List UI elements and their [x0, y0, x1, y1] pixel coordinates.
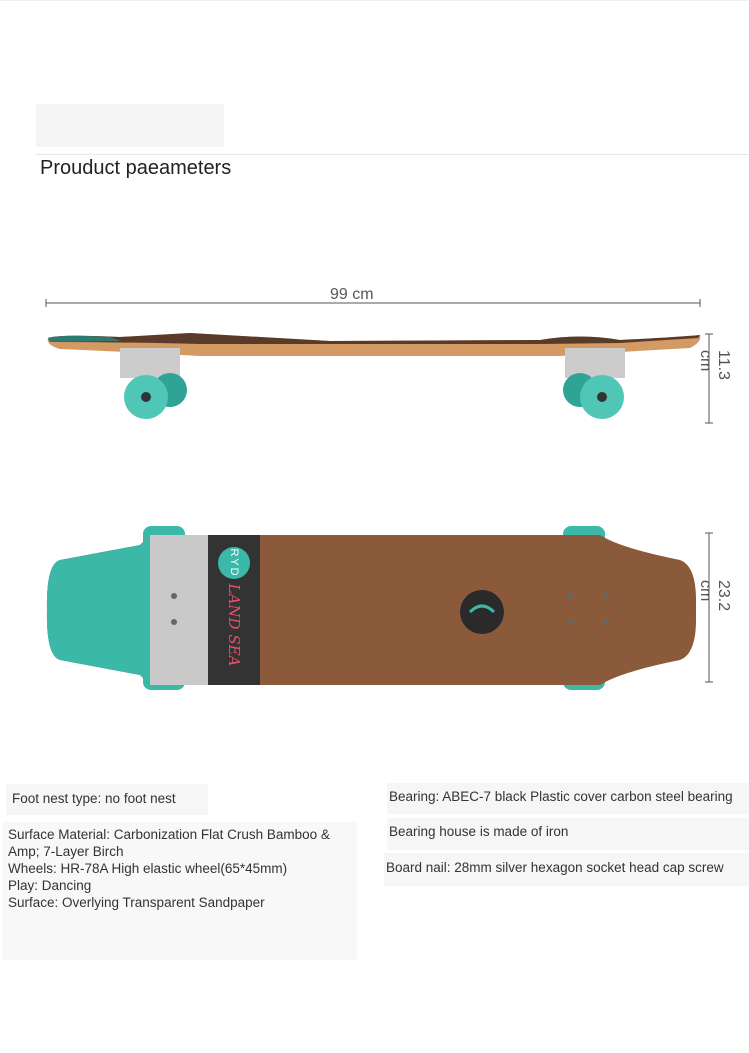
board-nail-spec: Board nail: 28mm silver hexagon socket h…: [384, 853, 749, 886]
length-label: 99 cm: [330, 286, 374, 303]
spec-line: Amp; 7-Layer Birch: [8, 844, 124, 859]
spec-line: Play: Dancing: [8, 878, 92, 893]
deck-logo-ryd: RYD: [228, 548, 240, 578]
height-dimension-line: [705, 333, 713, 424]
width-dimension-line: [705, 532, 713, 683]
page-title: Prouduct paeameters: [40, 157, 232, 179]
spec-line: Wheels: HR-78A High elastic wheel(65*45m…: [8, 861, 288, 876]
foot-nest-spec: Foot nest type: no foot nest: [6, 784, 208, 815]
height-label: 11.3 cm: [697, 350, 732, 380]
bearing-spec: Bearing: ABEC-7 black Plastic cover carb…: [387, 783, 749, 814]
skateboard-illustration: [45, 299, 713, 690]
divider: [0, 0, 749, 1]
width-label: 23.2 cm: [697, 580, 732, 612]
bearing-house-spec: Bearing house is made of iron: [387, 818, 749, 850]
placeholder-box: [36, 104, 224, 147]
spec-line: Surface: Overlying Transparent Sandpaper: [8, 895, 265, 910]
side-view-board: [47, 333, 701, 419]
divider: [36, 154, 749, 155]
length-dimension-line: [45, 299, 701, 307]
top-view-board: [46, 526, 696, 690]
left-spec-block: Surface Material: Carbonization Flat Cru…: [2, 822, 357, 960]
deck-logo-land-sea: LAND SEA: [225, 583, 243, 667]
spec-line: Surface Material: Carbonization Flat Cru…: [8, 827, 330, 842]
